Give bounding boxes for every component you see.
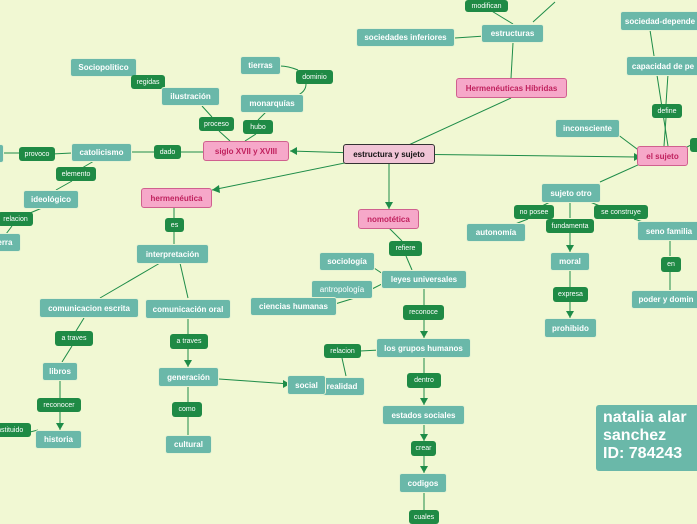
root-node[interactable]: estructura y sujeto bbox=[343, 144, 435, 164]
author-surname: sanchez bbox=[603, 427, 667, 444]
concept-autonomia[interactable]: autonomía bbox=[466, 223, 526, 242]
link-label-cuales[interactable]: cuales bbox=[409, 510, 439, 524]
concept-seno-familiar[interactable]: seno familia bbox=[637, 221, 697, 241]
concept-libros[interactable]: libros bbox=[42, 362, 78, 381]
topic-el-sujeto[interactable]: el sujeto bbox=[637, 146, 688, 166]
concept-capacidad[interactable]: capacidad de pe bbox=[626, 56, 697, 76]
concept-codigos[interactable]: codigos bbox=[399, 473, 447, 493]
link-label-modifican[interactable]: modifican bbox=[465, 0, 508, 12]
concept-generacion[interactable]: generación bbox=[158, 367, 219, 387]
concept-ideologico[interactable]: ideológico bbox=[23, 190, 79, 209]
author-card: natalia alar sanchez ID: 784243 bbox=[596, 405, 697, 471]
concept-sociologia[interactable]: sociología bbox=[319, 252, 375, 271]
concept-poder[interactable]: poder y domin bbox=[631, 290, 697, 309]
concept-sociedad-dependiente[interactable]: sociedad-depende bbox=[620, 11, 697, 31]
link-label-en[interactable]: en bbox=[661, 257, 681, 272]
concept-grupos-humanos[interactable]: los grupos humanos bbox=[376, 338, 471, 358]
link-label-a-traves-escrita[interactable]: a traves bbox=[55, 331, 93, 346]
author-id: ID: 784243 bbox=[603, 445, 683, 462]
link-label-define[interactable]: define bbox=[652, 104, 682, 118]
concept-tierras[interactable]: tierras bbox=[240, 56, 281, 75]
link-label-refiere[interactable]: refiere bbox=[389, 241, 422, 256]
concept-comunicacion-escrita[interactable]: comunicacion escrita bbox=[39, 298, 139, 318]
link-label-constituido[interactable]: constituido bbox=[0, 423, 31, 437]
concept-catolicismo[interactable]: catolicismo bbox=[71, 143, 132, 162]
concept-estados-sociales[interactable]: estados sociales bbox=[382, 405, 465, 425]
topic-hermeneuticas-hibridas[interactable]: Hermenéuticas Híbridas bbox=[456, 78, 567, 98]
link-label-se-construye[interactable]: se construye bbox=[594, 205, 648, 219]
concept-inconsciente[interactable]: inconsciente bbox=[555, 119, 620, 138]
link-label-expresa[interactable]: expresa bbox=[553, 287, 588, 302]
concept-tierra[interactable]: tierra bbox=[0, 233, 21, 252]
link-label-no-posee[interactable]: no posee bbox=[514, 205, 554, 219]
concept-sociedades-inferiores[interactable]: sociedades inferiores bbox=[356, 28, 455, 47]
link-label-es[interactable]: es bbox=[165, 218, 184, 232]
concept-moral[interactable]: moral bbox=[550, 252, 590, 271]
concept-sujeto-otro[interactable]: sujeto otro bbox=[541, 183, 601, 203]
concept-partial-left[interactable] bbox=[0, 144, 4, 163]
link-label-reconocer[interactable]: reconocer bbox=[37, 398, 81, 412]
link-label-dentro[interactable]: dentro bbox=[407, 373, 441, 388]
concept-leyes-universales[interactable]: leyes universales bbox=[381, 270, 467, 289]
concept-realidad[interactable]: realidad bbox=[319, 377, 365, 396]
link-label-dominio[interactable]: dominio bbox=[296, 70, 333, 84]
concept-prohibido[interactable]: prohibido bbox=[544, 318, 597, 338]
concept-antropologia[interactable]: antropología bbox=[311, 280, 373, 299]
concept-social[interactable]: social bbox=[287, 375, 326, 395]
link-label-fundamenta[interactable]: fundamenta bbox=[546, 219, 594, 233]
concept-estructuras[interactable]: estructuras bbox=[481, 24, 544, 43]
author-name: natalia alar bbox=[603, 409, 687, 426]
link-label-proceso[interactable]: proceso bbox=[199, 117, 234, 131]
concept-historia[interactable]: historia bbox=[35, 430, 82, 449]
concept-sociopolitico[interactable]: Sociopolitico bbox=[70, 58, 137, 77]
link-label-relacion-grupos[interactable]: relacion bbox=[324, 344, 361, 358]
concept-ilustracion[interactable]: ilustración bbox=[161, 87, 220, 106]
link-label-dado[interactable]: dado bbox=[154, 145, 181, 159]
topic-nomotetica[interactable]: nomotética bbox=[358, 209, 419, 229]
link-label-crear[interactable]: crear bbox=[411, 441, 436, 456]
link-label-como[interactable]: como bbox=[172, 402, 202, 417]
link-label-hubo[interactable]: hubo bbox=[243, 120, 273, 134]
concept-cultural[interactable]: cultural bbox=[165, 435, 212, 454]
topic-siglo-xvii-xviii[interactable]: siglo XVII y XVIII bbox=[203, 141, 289, 161]
link-label-elemento[interactable]: elemento bbox=[56, 167, 96, 181]
link-label-regidas[interactable]: regidas bbox=[131, 75, 165, 89]
link-label-a-traves-oral[interactable]: a traves bbox=[170, 334, 208, 349]
concept-comunicacion-oral[interactable]: comunicación oral bbox=[145, 299, 231, 319]
link-label-provoco[interactable]: provoco bbox=[19, 147, 55, 161]
link-label-edge[interactable] bbox=[690, 138, 697, 152]
link-label-reconoce[interactable]: reconoce bbox=[403, 305, 444, 320]
concept-monarquias[interactable]: monarquías bbox=[240, 94, 304, 113]
topic-hermeneutica[interactable]: hermenéutica bbox=[141, 188, 212, 208]
concept-interpretacion[interactable]: interpretación bbox=[136, 244, 209, 264]
concept-ciencias-humanas[interactable]: ciencias humanas bbox=[250, 297, 337, 316]
link-label-relacion[interactable]: relacion bbox=[0, 212, 33, 226]
